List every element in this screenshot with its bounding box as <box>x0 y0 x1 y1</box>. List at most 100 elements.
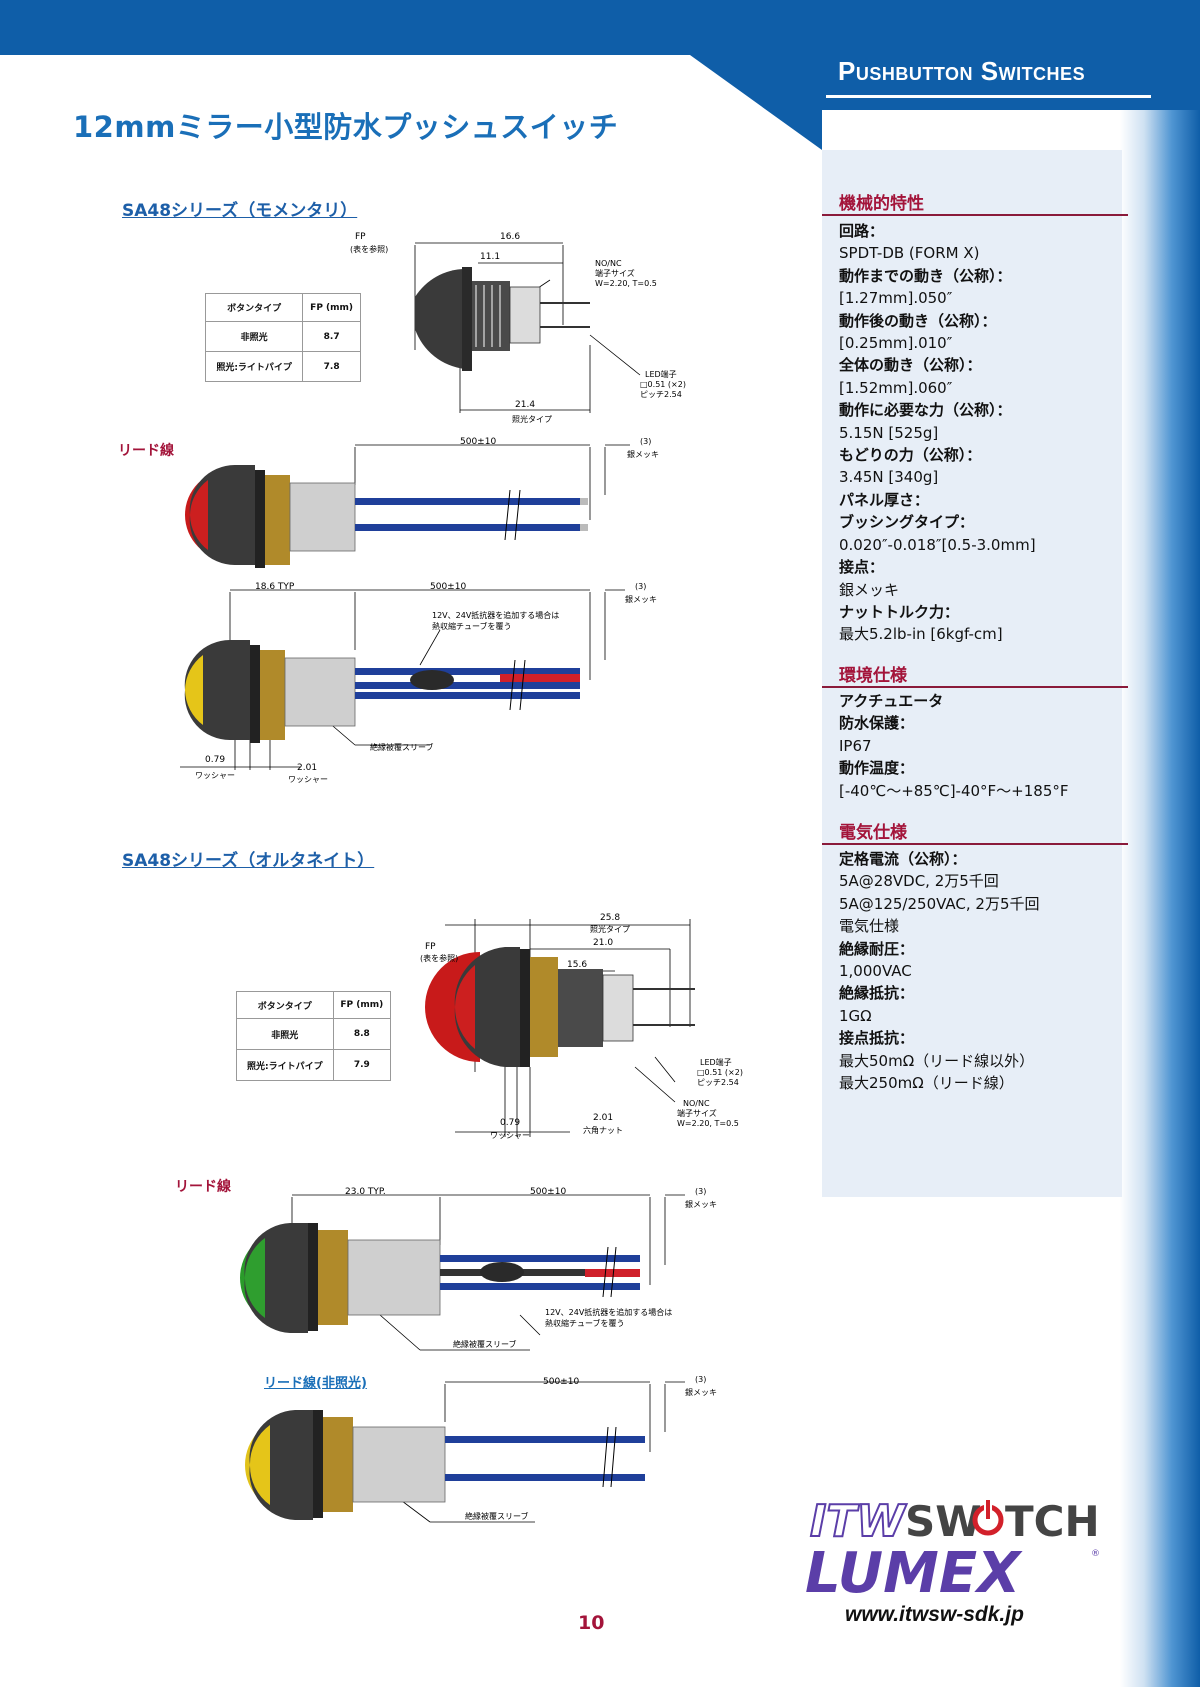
resistor-note-1: 12V、24V抵抗器を追加する場合は <box>432 610 559 620</box>
led-terminal: LED端子 <box>645 369 677 379</box>
logo-tch: TCH <box>1005 1497 1100 1546</box>
sleeve-note: 絶縁被覆スリーブ <box>465 1511 529 1521</box>
momentary-lead-drawing-red: 500±10 (3) 銀メッキ <box>185 437 659 568</box>
washer2-label: ワッシャー <box>288 775 328 784</box>
spec-value: IP67 <box>839 736 872 755</box>
plating-note: 銀メッキ <box>685 1387 717 1397</box>
environmental-spec-list: アクチュエータ 防水保護： IP67 動作温度： [-40℃～+85℃]-40°… <box>839 690 1069 802</box>
led-terminal: LED端子 <box>700 1057 732 1067</box>
table-cell: 非照光 <box>204 321 304 352</box>
led-size: □0.51 (×2) <box>697 1068 743 1077</box>
terminal-wt: W=2.20, T=0.5 <box>677 1119 739 1128</box>
page-title: 12mmミラー小型防水プッシュスイッチ <box>73 110 619 144</box>
section-rule <box>822 214 1128 216</box>
dim-overall: 25.8 <box>600 913 620 923</box>
spec-value: [0.25mm].010″ <box>839 334 953 353</box>
sleeve-note: 絶縁被覆スリーブ <box>370 742 434 752</box>
header-rule <box>826 95 1151 98</box>
spec-value: [1.52mm].060″ <box>839 378 953 397</box>
table-header: ボタンタイプ <box>204 293 304 322</box>
spec-value: 3.45N [340g] <box>839 468 939 487</box>
spec-value: [-40℃～+85℃]-40°F～+185°F <box>839 781 1069 800</box>
plating-note: 銀メッキ <box>685 1199 717 1209</box>
section-rule <box>822 843 1128 845</box>
spec-key: 定格電流（公称）： <box>839 850 967 868</box>
lead-length: 500±10 <box>543 1377 579 1387</box>
header-band <box>0 0 1200 150</box>
table-cell: 8.7 <box>302 321 361 352</box>
terminal-label: NO/NC <box>595 259 622 268</box>
environmental-heading: 環境仕様 <box>839 666 907 686</box>
typ-length: 18.6 TYP <box>255 582 295 592</box>
alternate-dimension-drawing: FP (表を参照) 25.8 照光タイプ 21.0 15.6 LED端子 □0.… <box>420 913 743 1140</box>
logo-registered: ® <box>1091 1549 1100 1559</box>
spec-key: 動作までの動き（公称）： <box>839 266 1012 285</box>
table-cell: 7.9 <box>332 1049 392 1081</box>
alternate-series-heading: SA48シリーズ（オルタネイト） <box>122 851 375 871</box>
spec-key: 絶縁抵抗： <box>839 984 915 1003</box>
nut-dim: 2.01 <box>593 1113 613 1123</box>
plating-note: 銀メッキ <box>625 594 657 604</box>
power-icon <box>972 1498 1004 1536</box>
right-gradient-stripe <box>1120 110 1200 1687</box>
resistor-note-2: 熱収縮チューブを覆う <box>545 1318 625 1328</box>
table-header: FP (mm) <box>332 991 392 1019</box>
table-cell: 非照光 <box>236 1018 334 1050</box>
momentary-series-heading: SA48シリーズ（モメンタリ） <box>122 201 358 221</box>
spec-value: 最大5.2lb-in [6kgf-cm] <box>839 625 1003 644</box>
spec-key: 回路： <box>839 222 885 240</box>
footer-url: www.itwsw-sdk.jp <box>845 1603 1024 1626</box>
alternate-lead-drawing-yellow: 500±10 (3) 銀メッキ 絶縁被覆スリーブ <box>245 1375 717 1523</box>
lit-type: 照光タイプ <box>590 924 630 934</box>
washer-label: ワッシャー <box>195 771 235 780</box>
lead-length: 500±10 <box>530 1187 566 1197</box>
lead-length: 500±10 <box>430 582 466 592</box>
resistor-note-2: 熱収縮チューブを覆う <box>432 621 512 631</box>
spec-value: 5A@28VDC, 2万5千回 <box>839 872 999 891</box>
table-cell: 照光:ライトパイプ <box>236 1049 334 1081</box>
spec-key: パネル厚さ： <box>839 490 930 509</box>
lead-wire-unlit-label: リード線(非照光) <box>264 1376 367 1391</box>
lead-wire-label: リード線 <box>118 443 174 459</box>
spec-key: アクチュエータ <box>839 692 944 710</box>
spec-key: 絶縁耐圧： <box>839 939 915 958</box>
spec-key: ナットトルク力： <box>839 602 960 621</box>
fp-label: FP <box>355 232 366 242</box>
spec-key: 防水保護： <box>839 714 915 733</box>
spec-value: 最大50mΩ（リード線以外） <box>839 1051 1035 1070</box>
spec-value: [1.27mm].050″ <box>839 289 953 308</box>
dim-mid: 21.0 <box>593 938 613 948</box>
resistor-note-1: 12V、24V抵抗器を追加する場合は <box>545 1307 672 1317</box>
lit-type: 照光タイプ <box>512 414 552 424</box>
alternate-lead-drawing-green: 23.0 TYP. 500±10 (3) 銀メッキ 12V、24V抵抗器を追加す… <box>240 1187 717 1351</box>
mechanical-heading: 機械的特性 <box>839 194 924 214</box>
led-pitch: ピッチ2.54 <box>697 1078 739 1087</box>
sleeve-note: 絶縁被覆スリーブ <box>453 1339 517 1349</box>
led-size: □0.51 (×2) <box>640 380 686 389</box>
dim-body: 15.6 <box>567 960 587 970</box>
spec-sidebar <box>822 150 1122 1197</box>
logo-itw: ITW <box>810 1496 907 1547</box>
spec-value: 1,000VAC <box>839 962 912 981</box>
spec-value: 最大250mΩ（リード線） <box>839 1074 1014 1093</box>
momentary-lead-drawing-yellow: 500±10 18.6 TYP (3) 銀メッキ 12V、24V抵抗器を追加する… <box>180 582 657 784</box>
category-title: Pushbutton Switches <box>838 56 1086 86</box>
itw-switch-lumex-logo: ITW SW TCH LUMEX ® <box>805 1495 1100 1600</box>
spec-value: SPDT-DB (FORM X) <box>839 244 980 263</box>
spec-value: 電気仕様 <box>839 917 900 936</box>
spec-key: 動作温度： <box>839 759 915 778</box>
terminal-label: NO/NC <box>683 1099 710 1108</box>
electrical-spec-list: 定格電流（公称）： 5A@28VDC, 2万5千回 5A@125/250VAC,… <box>839 848 1040 1094</box>
logo-sw: SW <box>905 1497 982 1546</box>
tip-length: (3) <box>695 1375 706 1384</box>
fp-label: FP <box>425 942 436 952</box>
typ-length: 23.0 TYP. <box>345 1187 386 1197</box>
terminal-size: 端子サイズ <box>677 1108 717 1118</box>
mechanical-spec-list: 回路： SPDT-DB (FORM X) 動作までの動き（公称）： [1.27m… <box>839 220 1036 646</box>
plating-note: 銀メッキ <box>627 449 659 459</box>
spec-key: 全体の動き（公称）： <box>839 356 982 375</box>
spec-value: 5.15N [525g] <box>839 423 939 442</box>
spec-key: もどりの力（公称）： <box>839 446 982 465</box>
nut-label: 六角ナット <box>583 1125 623 1135</box>
